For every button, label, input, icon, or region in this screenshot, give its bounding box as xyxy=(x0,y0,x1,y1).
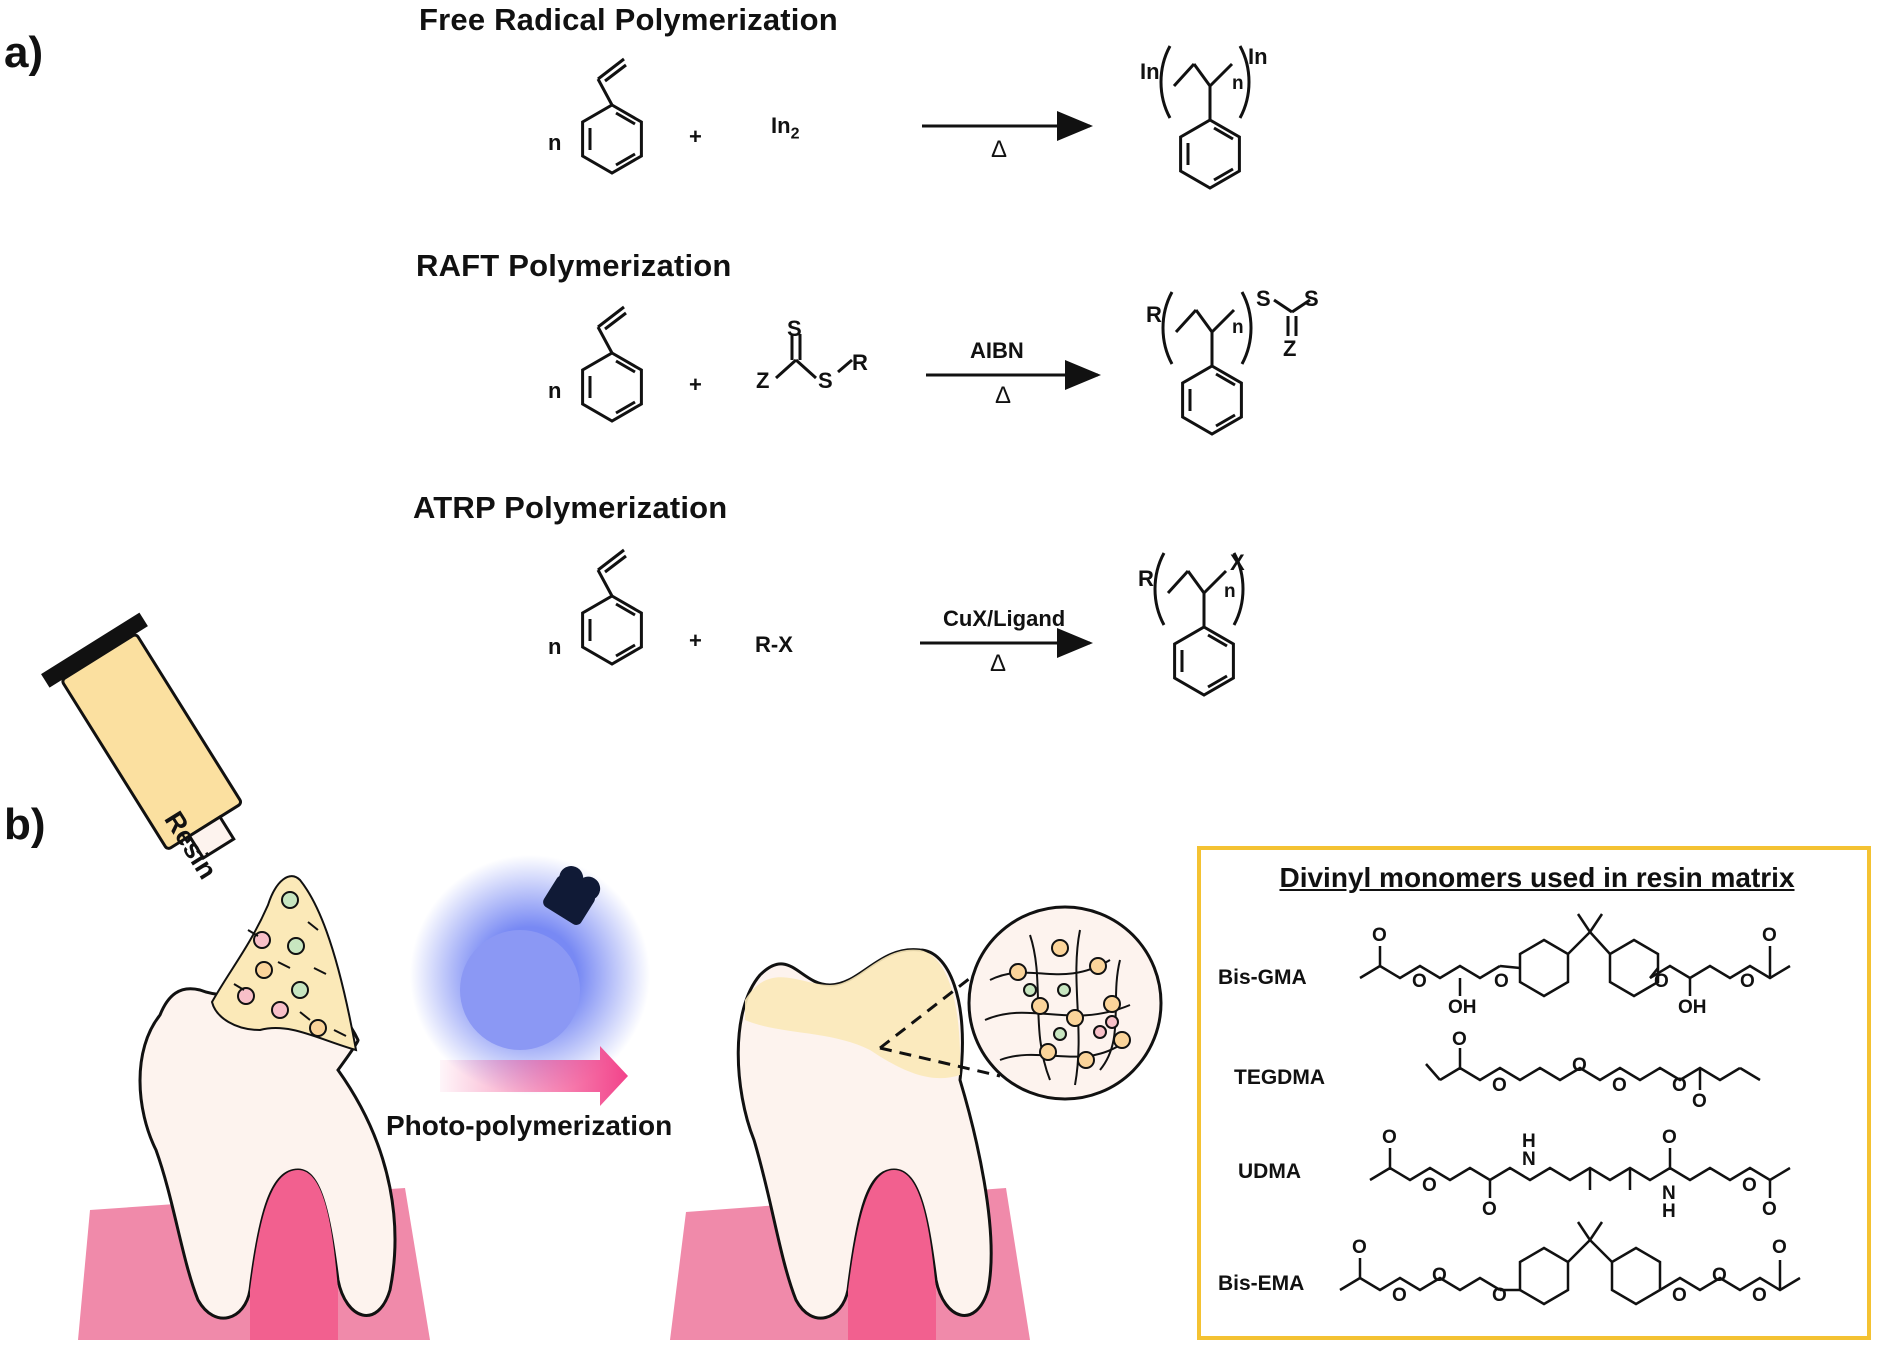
tegdma-atom: O xyxy=(1672,1075,1687,1096)
panel-b-label: b) xyxy=(4,800,46,849)
tegdma-atom: O xyxy=(1452,1029,1467,1050)
bis-ema-atom: O xyxy=(1352,1237,1367,1258)
bulb-base xyxy=(543,866,601,925)
tegdma-atom: O xyxy=(1572,1055,1587,1076)
raft-product-s-1: S xyxy=(1256,286,1271,311)
styrene-monomer-3 xyxy=(583,550,642,664)
resin-blob xyxy=(210,875,358,1052)
condition-delta-2: Δ xyxy=(995,382,1012,409)
tegdma-atom: O xyxy=(1692,1091,1707,1112)
reaction-title-atrp: ATRP Polymerization xyxy=(413,490,728,525)
bis-ema-atom: O xyxy=(1752,1285,1767,1306)
monomer-label-bis-ema: Bis-EMA xyxy=(1218,1272,1305,1295)
bis-gma-atom: O xyxy=(1412,971,1427,992)
light-bulb-icon xyxy=(460,930,580,1050)
condition-aibn: AIBN xyxy=(970,338,1024,363)
raft-product xyxy=(1163,292,1311,434)
repeat-n-1: n xyxy=(1232,73,1244,94)
bis-ema-atom: O xyxy=(1392,1285,1407,1306)
bis-ema-atom: O xyxy=(1432,1265,1447,1286)
raft-product-s-2: S xyxy=(1304,286,1319,311)
plus-sign-2: + xyxy=(689,372,702,397)
udma-atom: O xyxy=(1762,1199,1777,1220)
resin-tube xyxy=(41,612,243,861)
udma-structure xyxy=(1369,1148,1791,1198)
raft-atom-s-mid: S xyxy=(818,368,833,393)
initiator-label: In2 xyxy=(771,113,800,143)
product-end-left-2: R xyxy=(1146,302,1162,327)
monomer-label-tegdma: TEGDMA xyxy=(1234,1066,1325,1089)
zoom-line-bottom xyxy=(879,1046,1001,1078)
monomer-label-udma: UDMA xyxy=(1238,1160,1301,1183)
reaction-title-free-radical: Free Radical Polymerization xyxy=(419,2,838,37)
pulp-right xyxy=(848,1170,936,1340)
product-end-right-1: In xyxy=(1248,44,1268,69)
bis-gma-atom: OH xyxy=(1448,997,1477,1018)
raft-atom-s-top: S xyxy=(787,316,802,341)
coefficient-n-3: n xyxy=(548,634,562,659)
coefficient-n-1: n xyxy=(548,130,562,155)
resin-cured xyxy=(745,949,961,1079)
photo-polymerization-label: Photo-polymerization xyxy=(386,1110,673,1141)
bis-ema-atom: O xyxy=(1772,1237,1787,1258)
monomer-box-title: Divinyl monomers used in resin matrix xyxy=(1279,862,1795,893)
monomer-box xyxy=(1197,846,1871,1340)
bis-gma-structure xyxy=(1359,913,1791,998)
condition-cux-ligand: CuX/Ligand xyxy=(943,606,1066,631)
udma-atom: N xyxy=(1662,1183,1676,1204)
product-end-right-3: X xyxy=(1230,550,1245,575)
tegdma-atom: O xyxy=(1612,1075,1627,1096)
udma-atom: O xyxy=(1382,1127,1397,1148)
initiator-subscript: 2 xyxy=(790,125,800,143)
condition-delta-3: Δ xyxy=(990,650,1007,677)
raft-atom-r: R xyxy=(852,350,868,375)
panel-a-label: a) xyxy=(4,28,44,77)
udma-atom: N xyxy=(1522,1149,1536,1170)
raft-product-z: Z xyxy=(1283,336,1297,361)
raft-agent xyxy=(774,334,853,380)
tegdma-atom: O xyxy=(1492,1075,1507,1096)
udma-atom: O xyxy=(1482,1199,1497,1220)
condition-delta-1: Δ xyxy=(991,136,1008,163)
styrene-monomer-1 xyxy=(583,59,642,173)
pulp-left xyxy=(250,1170,338,1340)
bis-gma-atom: O xyxy=(1740,971,1755,992)
udma-atom: H xyxy=(1662,1201,1676,1222)
styrene-monomer-2 xyxy=(583,307,642,421)
plus-sign-1: + xyxy=(689,124,702,149)
reaction-title-raft: RAFT Polymerization xyxy=(416,248,732,283)
product-end-left-3: R xyxy=(1138,566,1154,591)
coefficient-n-2: n xyxy=(548,378,562,403)
bis-ema-atom: O xyxy=(1492,1285,1507,1306)
zoom-circle xyxy=(967,905,1163,1101)
product-end-left-1: In xyxy=(1140,59,1160,84)
udma-atom: O xyxy=(1742,1175,1757,1196)
tegdma-structure xyxy=(1425,1048,1761,1090)
bis-gma-atom: O xyxy=(1762,925,1777,946)
plus-sign-3: + xyxy=(689,628,702,653)
udma-atom: H xyxy=(1522,1131,1536,1152)
bis-gma-atom: O xyxy=(1654,971,1669,992)
repeat-n-2: n xyxy=(1232,317,1244,338)
bis-ema-atom: O xyxy=(1672,1285,1687,1306)
bis-gma-atom: OH xyxy=(1678,997,1707,1018)
atrp-initiator: R-X xyxy=(755,632,793,657)
bis-gma-atom: O xyxy=(1372,925,1387,946)
bis-ema-atom: O xyxy=(1712,1265,1727,1286)
bis-ema-structure xyxy=(1339,1221,1801,1306)
bis-gma-atom: O xyxy=(1494,971,1509,992)
process-arrow xyxy=(440,1046,628,1106)
resin-monomers xyxy=(233,891,347,1037)
crosslink-nodes xyxy=(1009,939,1131,1069)
udma-atom: O xyxy=(1422,1175,1437,1196)
udma-atom: O xyxy=(1662,1127,1677,1148)
repeat-n-3: n xyxy=(1224,581,1236,602)
raft-atom-z: Z xyxy=(756,368,770,393)
polystyrene-product-1 xyxy=(1161,46,1249,188)
monomer-label-bis-gma: Bis-GMA xyxy=(1218,966,1307,989)
